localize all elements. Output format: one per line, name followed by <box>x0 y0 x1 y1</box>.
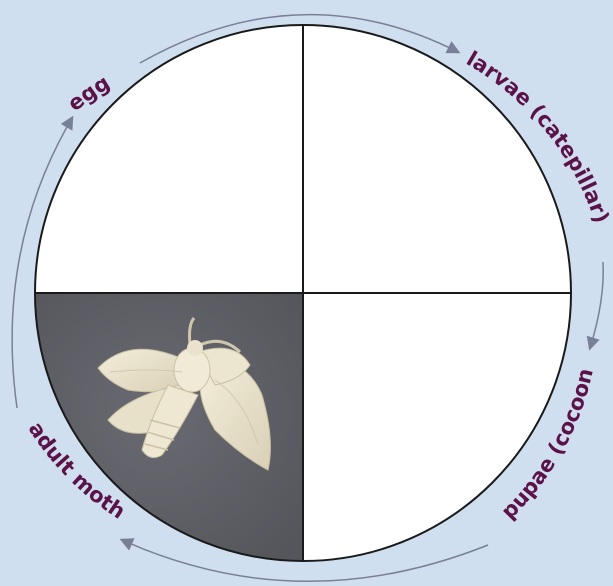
quadrant-larvae <box>303 25 571 293</box>
arrow-larvae-to-pupae <box>590 262 603 348</box>
cycle-circle <box>35 25 571 561</box>
quadrant-egg <box>35 25 303 293</box>
quadrant-pupae <box>303 293 571 561</box>
label-egg-text: egg <box>63 70 114 115</box>
label-egg: egg <box>63 70 114 115</box>
